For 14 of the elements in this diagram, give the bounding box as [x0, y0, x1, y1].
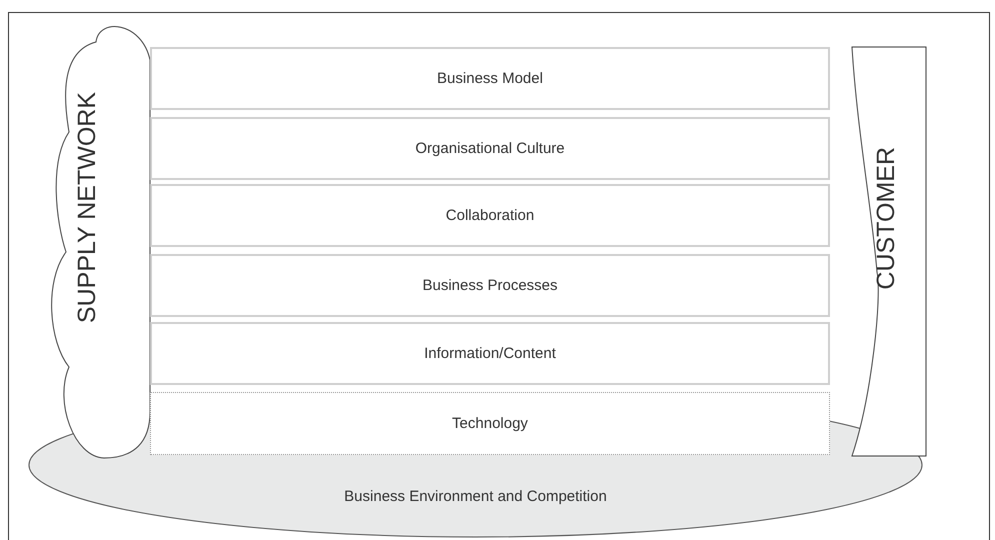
layer-label: Information/Content — [424, 345, 556, 362]
environment-label: Business Environment and Competition — [343, 488, 608, 505]
layer-label: Collaboration — [446, 207, 534, 224]
layer-band — [150, 254, 830, 317]
layer-label: Business Processes — [422, 277, 558, 294]
layer-band — [150, 322, 830, 385]
vertical-label: CUSTOMER — [872, 147, 901, 290]
layer-band — [150, 184, 830, 247]
layer-band — [150, 47, 830, 110]
layer-label: Organisational Culture — [415, 140, 565, 157]
layer-label: Technology — [452, 415, 528, 432]
vertical-label: SUPPLY NETWORK — [73, 92, 102, 324]
layer-label: Business Model — [437, 70, 543, 87]
layer-band — [150, 117, 830, 180]
